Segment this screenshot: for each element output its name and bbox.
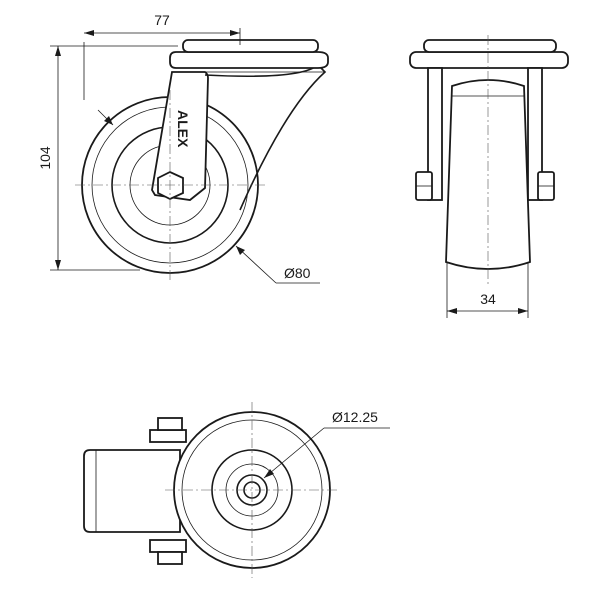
- dimension-overall-height: 104: [37, 45, 178, 271]
- dimension-bore-diameter: Ø12.25: [263, 409, 390, 479]
- bottom-nut-top-b: [157, 417, 183, 431]
- dia12-arrow: [264, 469, 274, 478]
- side-top-plate-cap: [182, 39, 319, 53]
- front-fork-leg-right: [527, 67, 543, 201]
- dim-77-label: 77: [154, 12, 170, 28]
- dim-34-label: 34: [480, 291, 496, 307]
- front-fork-leg-left: [427, 67, 443, 201]
- dia12-leader: [263, 427, 325, 479]
- bottom-nut-bottom-a: [149, 539, 187, 553]
- dia80-arrow-bottom: [236, 246, 245, 255]
- dim-77-arrow-left: [84, 30, 94, 36]
- dim-77-arrow-right: [230, 30, 240, 36]
- front-top-plate: [409, 51, 569, 69]
- side-view: ALEX: [75, 39, 329, 282]
- dimension-wheel-width: 34: [446, 262, 529, 318]
- dim-34-arrow-left: [447, 308, 457, 314]
- bottom-nut-bottom-b: [157, 551, 183, 565]
- front-top-plate-cap: [423, 39, 557, 53]
- bottom-nut-top-a: [149, 429, 187, 443]
- dim-104-arrow-top: [55, 46, 61, 56]
- bottom-fork-body: [83, 449, 181, 533]
- side-top-plate: [169, 51, 329, 69]
- dimension-overall-width: 77: [83, 12, 241, 100]
- side-axle-nut: [157, 171, 184, 200]
- dia80-label: Ø80: [284, 265, 311, 281]
- bottom-view: [83, 402, 340, 578]
- dia80-arrow-top: [104, 116, 113, 125]
- front-view: [409, 35, 569, 285]
- fork-brand-text: ALEX: [175, 110, 191, 148]
- dim-104-label: 104: [37, 146, 53, 170]
- dia12-label: Ø12.25: [332, 409, 378, 425]
- dim-34-arrow-right: [518, 308, 528, 314]
- dimension-wheel-diameter: Ø80: [97, 109, 320, 284]
- dim-104-arrow-bottom: [55, 260, 61, 270]
